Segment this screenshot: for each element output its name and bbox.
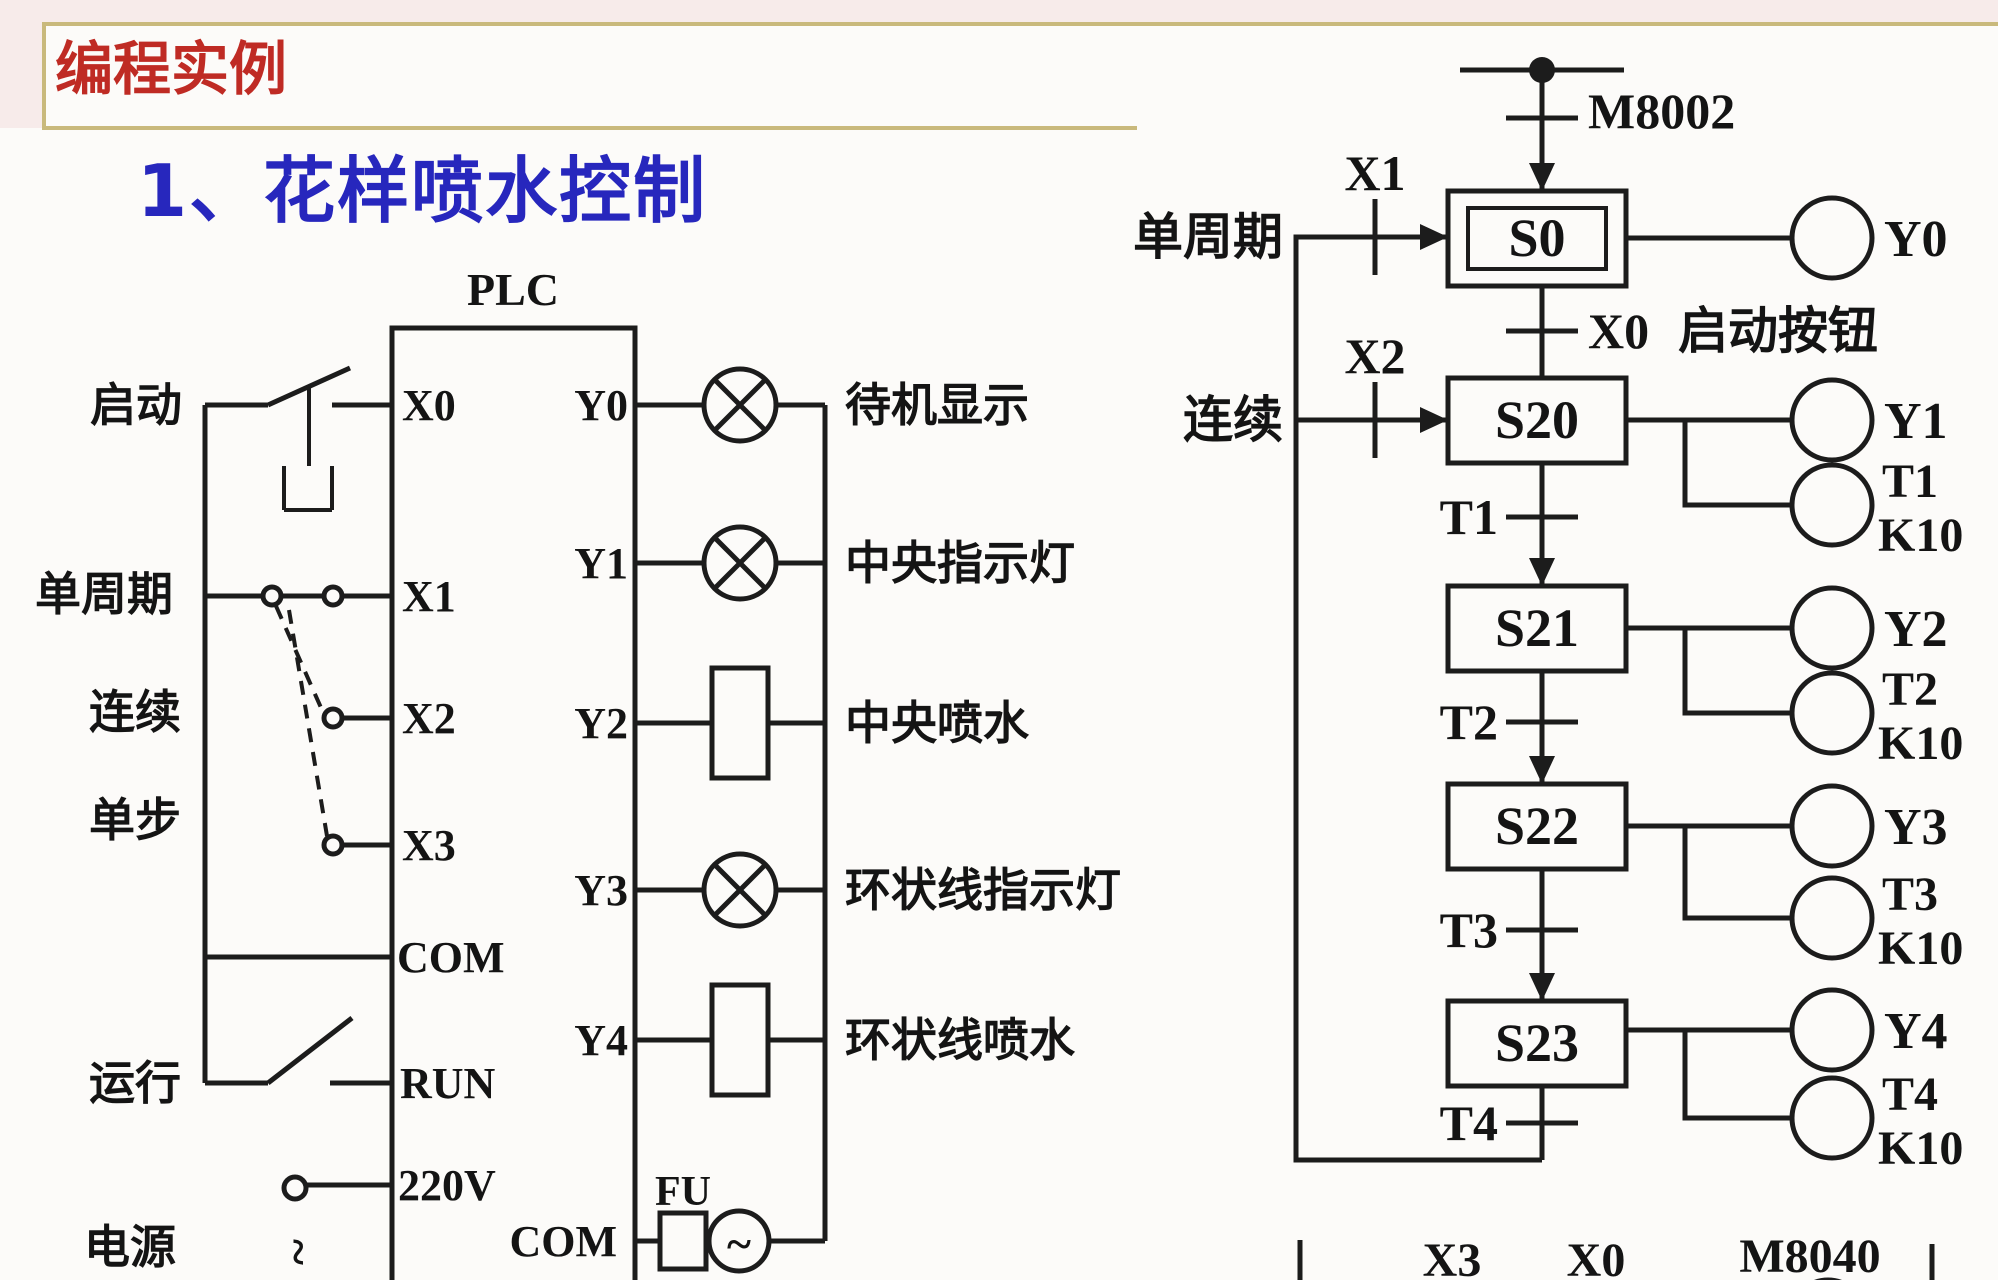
transition-x0-label: X0	[1588, 303, 1649, 359]
coil-y4-label: Y4	[1884, 1003, 1948, 1060]
input-label-power: 电源	[84, 1220, 176, 1274]
timer-t4-preset: K10	[1878, 1122, 1963, 1175]
corner-tint	[0, 0, 42, 128]
valve-ring-spray	[635, 982, 825, 1098]
output-label-ring-spray: 环状线喷水	[845, 1013, 1076, 1067]
transition-t1-label: T1	[1440, 489, 1498, 545]
terminal-x1: X1	[402, 572, 456, 621]
output-label-standby: 待机显示	[845, 378, 1029, 432]
timer-t3-label: T3	[1882, 868, 1938, 921]
step-s22	[1445, 781, 1629, 872]
timer-t4-label: T4	[1882, 1068, 1938, 1121]
terminal-y3: Y3	[574, 866, 628, 915]
terminal-x3: X3	[402, 821, 456, 870]
transition-t1	[1506, 463, 1578, 586]
output-com-fuse-ac: ~	[635, 1208, 825, 1274]
ac-source-symbol: ~	[727, 1218, 751, 1269]
timer-t3-preset: K10	[1878, 922, 1963, 975]
border-line-top	[42, 22, 1998, 26]
coil-y2-t2	[1626, 585, 1875, 756]
lamp-central-indicator	[635, 524, 825, 602]
bottom-m8040-label: M8040	[1739, 1230, 1880, 1280]
init-contact-label: M8002	[1588, 83, 1735, 139]
mode-selector-switch	[205, 584, 392, 857]
lamp-ring-indicator	[635, 851, 825, 929]
bottom-x0-label: X0	[1567, 1234, 1626, 1280]
terminal-x2: X2	[402, 694, 456, 743]
output-label-central-lamp: 中央指示灯	[845, 536, 1075, 590]
terminal-com-input: COM	[397, 933, 505, 982]
coil-y2-label: Y2	[1884, 601, 1948, 658]
lamp-standby	[635, 366, 825, 444]
output-label-ring-lamp: 环状线指示灯	[845, 863, 1121, 917]
input-label-continuous: 连续	[89, 685, 181, 739]
mode-label-single-cycle: 单周期	[1133, 208, 1283, 266]
step-s20-label: S20	[1495, 390, 1579, 450]
coil-y3-t3	[1626, 783, 1875, 961]
terminal-y0: Y0	[574, 381, 628, 430]
step-s20	[1445, 375, 1629, 466]
input-label-start: 启动	[90, 378, 182, 432]
contact-x1-label: X1	[1344, 145, 1405, 201]
timer-t1-label: T1	[1882, 455, 1938, 508]
sfc-diagram: M8002 X1 单周期 X2 连续 S0	[1133, 57, 1963, 1280]
sfc-x2-entry	[1296, 382, 1448, 458]
transition-t2-label: T2	[1440, 694, 1498, 750]
step-s0-label: S0	[1508, 208, 1565, 268]
transition-t3	[1506, 869, 1578, 1001]
start-pushbutton	[205, 365, 392, 512]
power-ac-symbol: ~	[271, 1239, 327, 1265]
step-s21-label: S21	[1495, 598, 1579, 658]
bottom-ladder-partial	[1297, 1240, 1935, 1280]
terminal-run: RUN	[400, 1059, 496, 1108]
terminal-y2: Y2	[574, 699, 628, 748]
coil-y1-t1	[1626, 377, 1875, 548]
transition-t4-label: T4	[1440, 1095, 1498, 1151]
timer-t1-preset: K10	[1878, 509, 1963, 562]
border-line-under-title	[42, 126, 1137, 130]
plc-label: PLC	[467, 264, 559, 315]
coil-y4-t4	[1626, 987, 1875, 1161]
valve-central-spray	[635, 665, 825, 781]
step-s21	[1445, 583, 1629, 674]
sfc-init-branch	[1460, 57, 1624, 191]
transition-t4	[1506, 1086, 1578, 1160]
terminal-com-output: COM	[509, 1217, 617, 1266]
transition-t2	[1506, 671, 1578, 784]
contact-x2-label: X2	[1344, 328, 1405, 384]
terminal-y4: Y4	[574, 1016, 628, 1065]
plc-box	[389, 325, 638, 1280]
terminal-220v: 220V	[398, 1161, 496, 1210]
sfc-return-rail	[1293, 199, 1542, 1163]
mode-label-continuous: 连续	[1183, 391, 1283, 449]
coil-y0-label: Y0	[1884, 211, 1948, 268]
step-s22-label: S22	[1495, 796, 1579, 856]
output-label-central-spray: 中央喷水	[845, 696, 1030, 750]
step-s23-label: S23	[1495, 1013, 1579, 1073]
page-subtitle: 1、花样喷水控制	[137, 149, 708, 233]
input-label-single-step: 单步	[89, 793, 181, 847]
fuse-label: FU	[655, 1169, 711, 1215]
terminal-x0: X0	[402, 381, 456, 430]
border-line-left	[42, 22, 46, 128]
bottom-x3-label: X3	[1423, 1234, 1482, 1280]
timer-t2-label: T2	[1882, 663, 1938, 716]
input-label-run: 运行	[89, 1056, 181, 1110]
transition-x0	[1506, 286, 1578, 378]
coil-y1-label: Y1	[1884, 393, 1948, 450]
coil-y0	[1626, 195, 1875, 281]
step-s23	[1445, 998, 1629, 1089]
top-tint-strip	[0, 0, 1998, 22]
terminal-y1: Y1	[574, 539, 628, 588]
input-label-single-cycle: 单周期	[35, 567, 173, 621]
coil-y3-label: Y3	[1884, 799, 1948, 856]
plc-wiring-diagram: PLC 启动 X0	[35, 264, 1121, 1280]
page-title: 编程实例	[55, 35, 288, 103]
timer-t2-preset: K10	[1878, 717, 1963, 770]
power-terminal: ~	[271, 1174, 392, 1265]
run-switch	[205, 1016, 392, 1086]
start-button-note: 启动按钮	[1678, 302, 1878, 360]
transition-t3-label: T3	[1440, 902, 1498, 958]
